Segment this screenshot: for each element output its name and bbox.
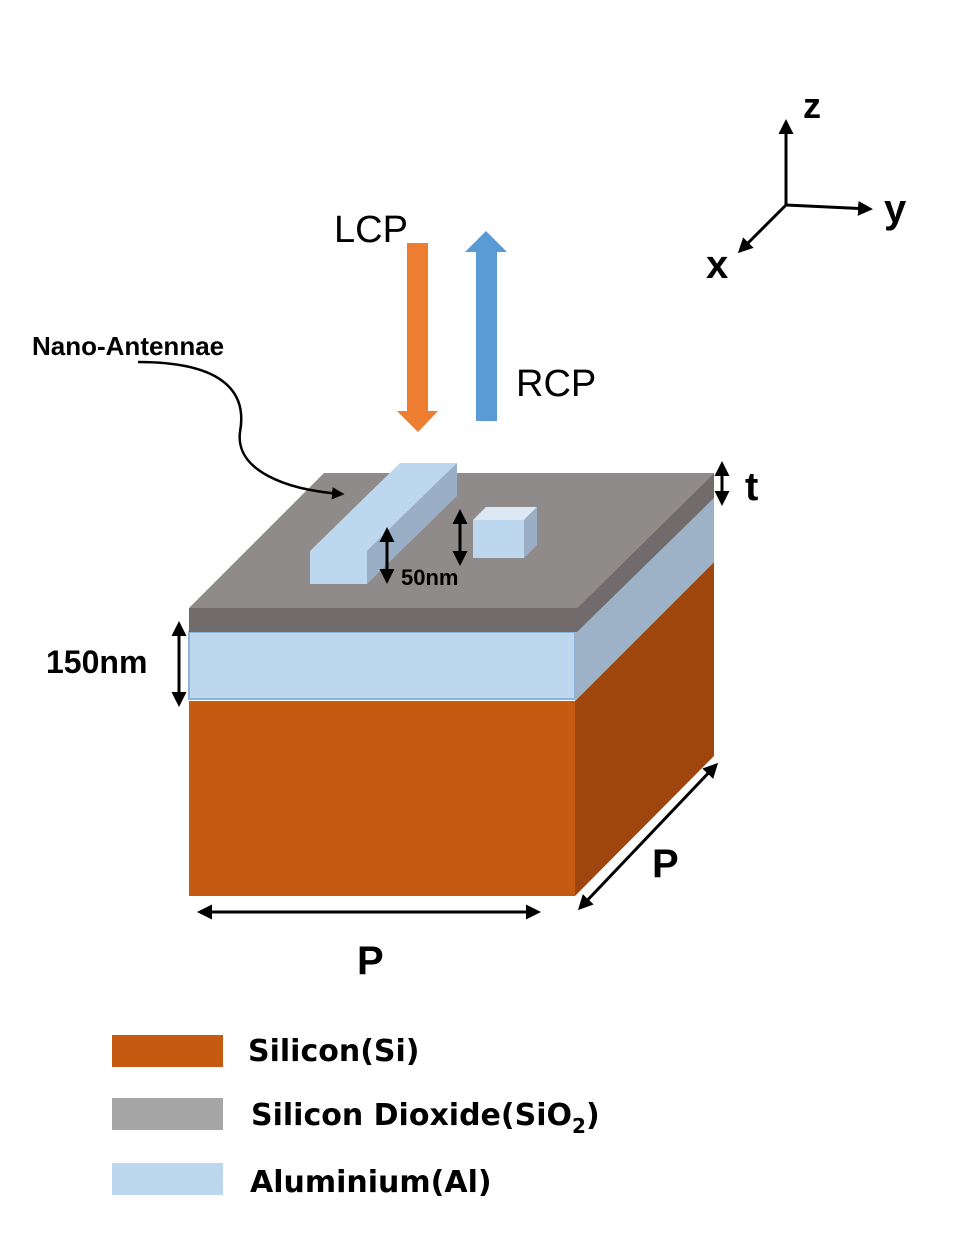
y-axis [785,200,873,216]
legend: Silicon(Si) Silicon Dioxide(SiO2) Alumin… [112,1034,600,1200]
cube-antenna-side [524,507,537,558]
long-antenna-top [310,463,457,551]
rcp-arrow [465,231,507,421]
aluminium-front-face [188,631,576,700]
rcp-label: RCP [516,363,596,405]
legend-label-silicon: Silicon(Si) [248,1034,420,1069]
legend-swatch-silicon-dioxide [112,1098,223,1130]
x-axis-label: x [706,243,728,287]
long-antenna-front [310,551,367,584]
legend-swatch-aluminium [112,1163,223,1195]
aluminium-layer [188,498,714,701]
period-front-label: P [357,939,384,983]
z-axis-label: z [803,85,821,126]
legend-label-aluminium: Aluminium(Al) [250,1165,492,1200]
axes-group: z y x [706,85,907,287]
nano-antennae-label: Nano-Antennae [32,331,224,361]
lcp-label: LCP [334,209,408,251]
oxide-thickness-label: t [745,465,758,509]
legend-label-silicon-dioxide: Silicon Dioxide(SiO2) [251,1098,600,1138]
cube-antenna-top [473,507,537,520]
aluminium-side-face [575,498,714,701]
oxide-side-face [577,473,714,632]
nano-antennae-pointer [137,360,345,500]
cube-antenna-front [473,520,524,558]
dimensions-group: 50nm 150nm t P P [46,461,758,983]
aluminium-thickness-label: 150nm [46,644,147,680]
y-axis-label: y [884,187,907,231]
oxide-front-face [189,608,577,632]
legend-swatch-silicon [112,1035,223,1067]
x-axis [737,203,788,254]
antenna-height-label: 50nm [401,565,458,590]
period-side-arrow [577,762,719,911]
lcp-arrow [397,243,438,432]
period-side-label: P [652,842,679,886]
beams-group: LCP RCP [334,209,596,432]
silicon-front-face [189,701,575,896]
